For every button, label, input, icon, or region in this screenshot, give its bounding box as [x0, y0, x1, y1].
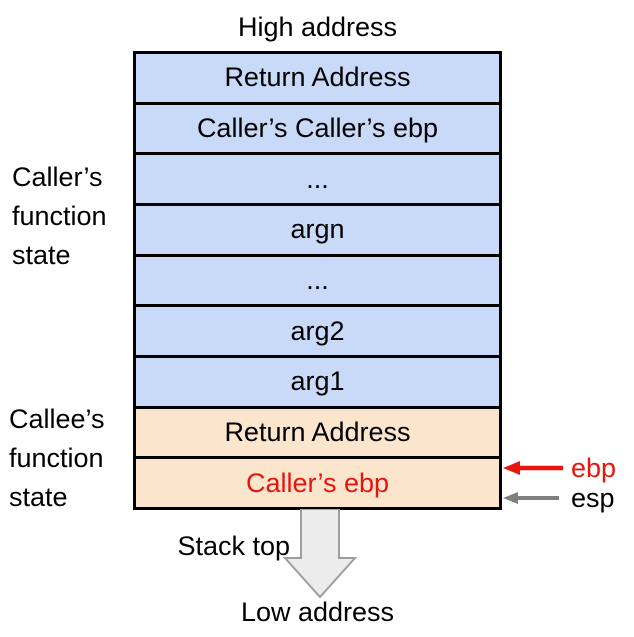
stack-row-label: ...	[306, 265, 329, 296]
stack-growth-arrow-icon	[282, 509, 358, 599]
caller-label-line: Caller’s	[12, 162, 103, 192]
caller-function-state-label: Caller’s function state	[12, 158, 107, 275]
stack-row-label: ...	[306, 163, 329, 194]
high-address-label: High address	[237, 12, 398, 42]
stack-row-argn: argn	[136, 203, 499, 254]
esp-label: esp	[571, 483, 615, 513]
stack-row-label: argn	[290, 214, 345, 245]
stack-row-ellipsis-2: ...	[136, 253, 499, 305]
stack-row-label: Return Address	[224, 62, 411, 93]
callee-label-line: function	[9, 443, 104, 473]
stack-row-return-address-callee: Return Address	[136, 405, 499, 457]
stack-row-arg1: arg1	[136, 355, 499, 406]
ebp-label: ebp	[571, 453, 617, 483]
stack-row-arg2: arg2	[136, 304, 499, 356]
esp-arrow-icon	[503, 492, 559, 504]
low-address-label: Low address	[240, 597, 395, 627]
stack-row-return-address-caller: Return Address	[136, 54, 499, 102]
callee-function-state-label: Callee’s function state	[9, 400, 105, 517]
stack-row-callers-ebp: Caller’s ebp	[136, 456, 499, 508]
callee-label-line: Callee’s	[9, 404, 105, 434]
stack-row-label: arg2	[290, 315, 345, 346]
caller-label-line: function	[12, 201, 107, 231]
stack-row-ellipsis-1: ...	[136, 152, 499, 204]
stack-box: Return Address Caller’s Caller’s ebp ...…	[133, 51, 502, 510]
stack-row-label: Caller’s ebp	[245, 467, 390, 498]
ebp-arrow-icon	[503, 461, 563, 475]
stack-top-label: Stack top	[177, 531, 290, 561]
stack-row-label: arg1	[290, 366, 345, 397]
stack-row-callers-callers-ebp: Caller’s Caller’s ebp	[136, 101, 499, 153]
callee-label-line: state	[9, 482, 68, 512]
stack-row-label: Return Address	[224, 417, 411, 448]
stack-row-label: Caller’s Caller’s ebp	[196, 113, 439, 143]
caller-label-line: state	[12, 240, 71, 270]
